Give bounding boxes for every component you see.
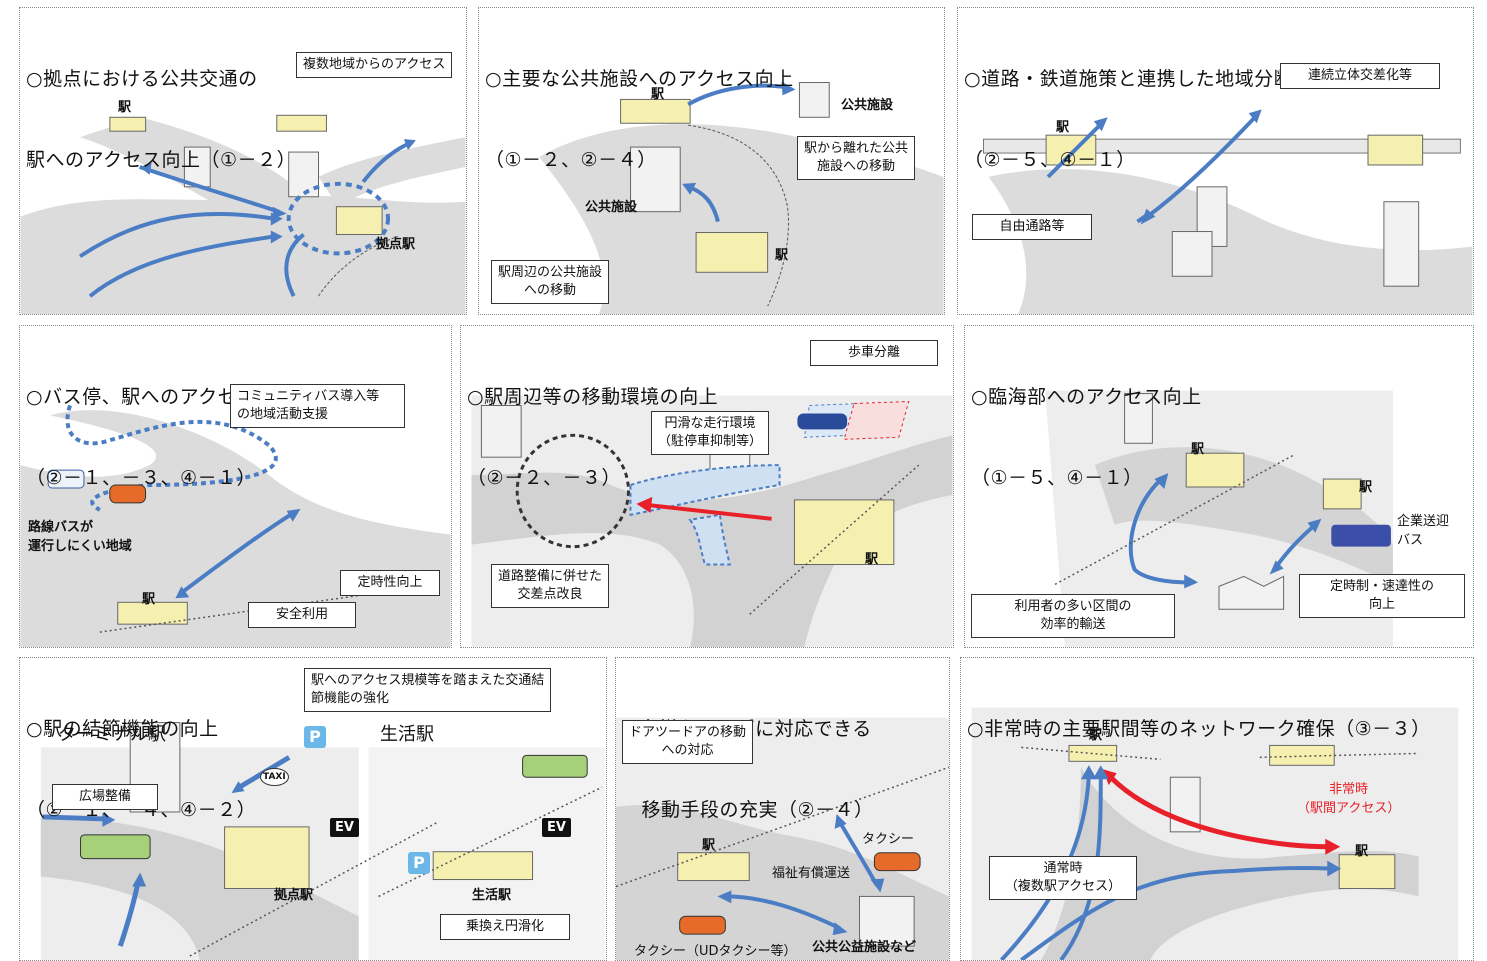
panel-bus-stop-access: ○バス停、駅へのアクセス向上 （②－１、－３、④－１） コミュニティバス導入等 … [19,325,452,648]
callout-door-to-door: ドアツードアの移動 への対応 [622,720,754,764]
panel-title: ○道路・鉄道施策と連携した地域分断の解消 （②－５、④－１） [964,68,1352,171]
callout-smooth-driving: 円滑な走行環境 （駐停車抑制等） [651,411,770,455]
parking-icon-local: P [408,852,430,874]
callout-distant-facility: 駅から離れた公共 施設への移動 [797,136,916,180]
parking-icon-hub: P [304,726,326,748]
label-station-top: 駅 [651,87,665,102]
panel-public-facility-access: ○主要な公共施設へのアクセス向上 （①－２、②－４） 駅 公共施設 公共施設 駅… [478,7,945,315]
regional-division-illustration [983,109,1473,314]
elevator-badge-local: EV [542,818,571,837]
panel-title: ○臨海部へのアクセス向上 （①－５、④－１） [971,386,1202,489]
callout-multi-area-access: 複数地域からのアクセス [296,52,453,78]
diverse-needs-illustration [616,717,949,960]
label-welfare-transport: 福祉有償運送 [772,866,851,881]
label-public-facility-center: 公共施設 [585,200,638,215]
label-station: 駅 [865,552,879,567]
label-station-1: 駅 [1089,728,1103,743]
panel-node-function: ○駅の結節機能の向上 （②－１、－４、④－２） 駅へのアクセス規模等を踏まえた交… [19,657,607,961]
label-station: 駅 [118,100,132,115]
subtitle-terminal-station: ターミナル駅 [58,724,166,745]
label-emergency-access: 非常時 （駅間アクセス） [1297,782,1401,816]
callout-efficient-transport: 利用者の多い区間の 効率的輸送 [971,594,1175,638]
panel-diverse-needs: ○多様なニーズに対応できる 移動手段の充実（②－４） ドアツードアの移動 への対… [615,657,950,961]
callout-grade-separation: 連続立体交差化等 [1280,63,1440,89]
label-public-facilities: 公共公益施設など [812,940,917,955]
panel-title: ○駅周辺等の移動環境の向上 （②－２、－３） [467,386,719,489]
panel-emergency-network: ○非常時の主要駅間等のネットワーク確保（③－３） 駅 駅 通常時 （複数駅アクセ… [960,657,1474,961]
panel-hub-station-access: ○拠点における公共交通の 駅へのアクセス向上（①－２） 複数地域からのアクセス … [19,7,467,315]
callout-safe-use: 安全利用 [248,602,356,628]
label-station-2: 駅 [1355,844,1369,859]
label-station-bottom: 駅 [775,248,789,263]
label-station-2: 駅 [1359,480,1373,495]
panel-regional-division: ○道路・鉄道施策と連携した地域分断の解消 （②－５、④－１） 連続立体交差化等 … [957,7,1474,315]
callout-community-bus: コミュニティバス導入等 の地域活動支援 [230,384,405,428]
label-station: 駅 [1056,120,1070,135]
callout-intersection-improvement: 道路整備に併せた 交差点改良 [491,564,610,608]
callout-normal-access: 通常時 （複数駅アクセス） [989,856,1137,900]
label-ud-taxi: タクシー（UDタクシー等） [634,944,797,959]
callout-pedestrian-separation: 歩車分離 [810,340,938,366]
callout-plaza-development: 広場整備 [52,784,158,810]
panel-waterfront-access: ○臨海部へのアクセス向上 （①－５、④－１） 駅 駅 企業送迎 バス 利用者の多… [964,325,1474,648]
label-hard-to-serve-area: 路線バスが 運行しにくい地域 [28,520,132,554]
panel-title: ○主要な公共施設へのアクセス向上 （①－２、②－４） [485,68,794,171]
panel-title: ○拠点における公共交通の 駅へのアクセス向上（①－２） [26,68,297,171]
panel-title: ○バス停、駅へのアクセス向上 （②－１、－３、④－１） [26,386,296,489]
label-station-1: 駅 [1191,442,1205,457]
label-hub-station: 拠点駅 [376,237,416,252]
callout-nearby-facility: 駅周辺の公共施設 への移動 [491,260,610,304]
label-company-shuttle: 企業送迎 バス [1397,514,1450,548]
label-station: 駅 [142,592,156,607]
panel-title: ○非常時の主要駅間等のネットワーク確保（③－３） [967,718,1431,740]
hub-station-illustration [20,114,466,314]
taxi-stand-icon: TAXI [260,768,289,786]
callout-node-strengthening: 駅へのアクセス規模等を踏まえた交通結 節機能の強化 [304,668,552,712]
callout-speed-punctuality: 定時制・速達性の 向上 [1299,574,1465,618]
panel-title: ○駅の結節機能の向上 （②－１、－４、④－２） [26,718,257,821]
subtitle-local-station: 生活駅 [380,724,434,745]
panel-title: ○多様なニーズに対応できる 移動手段の充実（②－４） [622,718,874,821]
panel-station-mobility: ○駅周辺等の移動環境の向上 （②－２、－３） 歩車分離 円滑な走行環境 （駐停車… [460,325,954,648]
label-taxi: タクシー [862,832,915,847]
callout-smooth-transfer: 乗換え円滑化 [440,914,570,940]
label-local-station: 生活駅 [472,888,512,903]
callout-free-passage: 自由通路等 [972,214,1092,240]
callout-punctuality: 定時性向上 [340,570,440,596]
label-station: 駅 [702,838,716,853]
elevator-badge-hub: EV [330,818,359,837]
label-public-facility-right: 公共施設 [841,98,894,113]
label-hub-station: 拠点駅 [274,888,314,903]
